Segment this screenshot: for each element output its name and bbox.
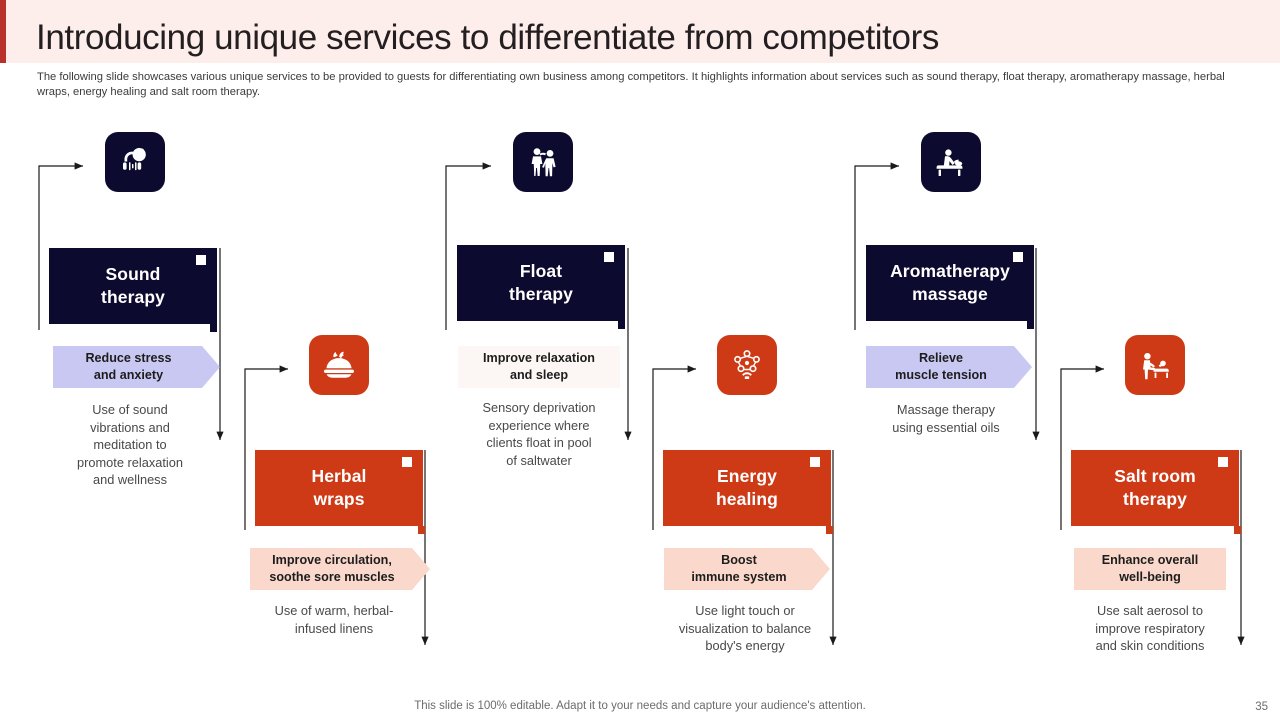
header-accent-bar xyxy=(0,0,6,63)
page-number: 35 xyxy=(1255,701,1268,713)
card-tab xyxy=(418,526,425,534)
card-dot xyxy=(402,457,412,467)
card-dot xyxy=(810,457,820,467)
service-card-label: Float therapy xyxy=(509,261,573,304)
service-card-sound-therapy[interactable]: Sound therapy xyxy=(49,248,217,324)
service-description-sound-therapy: Use of sound vibrations and meditation t… xyxy=(77,402,183,488)
herbal-bowl-icon xyxy=(309,335,369,395)
page-subtitle: The following slide showcases various un… xyxy=(37,71,1225,98)
energy-hands-icon xyxy=(717,335,777,395)
service-card-label: Aromatherapy massage xyxy=(890,261,1010,304)
service-benefit-label: Boost immune system xyxy=(691,553,787,584)
header-band xyxy=(0,0,1280,63)
card-dot xyxy=(1013,252,1023,262)
service-card-energy-healing[interactable]: Energy healing xyxy=(663,450,831,526)
service-benefit-label: Enhance overall well-being xyxy=(1101,553,1199,584)
service-benefit-label: Improve relaxation and sleep xyxy=(483,351,595,382)
card-tab xyxy=(618,321,625,329)
service-benefit-ribbon-salt-room-therapy: Enhance overall well-being xyxy=(1074,548,1226,590)
card-tab xyxy=(210,324,217,332)
service-benefit-ribbon-sound-therapy: Reduce stress and anxiety xyxy=(53,346,220,388)
service-benefit-ribbon-aromatherapy-massage: Relieve muscle tension xyxy=(866,346,1032,388)
service-card-aromatherapy-massage[interactable]: Aromatherapy massage xyxy=(866,245,1034,321)
service-card-herbal-wraps[interactable]: Herbal wraps xyxy=(255,450,423,526)
service-card-float-therapy[interactable]: Float therapy xyxy=(457,245,625,321)
service-benefit-ribbon-energy-healing: Boost immune system xyxy=(664,548,830,590)
service-description-salt-room-therapy: Use salt aerosol to improve respiratory … xyxy=(1095,603,1205,654)
service-card-label: Energy healing xyxy=(716,466,778,509)
service-description-herbal-wraps: Use of warm, herbal- infused linens xyxy=(274,603,394,636)
card-dot xyxy=(604,252,614,262)
card-dot xyxy=(196,255,206,265)
service-description-aromatherapy-massage: Massage therapy using essential oils xyxy=(892,402,1000,435)
service-benefit-label: Reduce stress and anxiety xyxy=(85,351,172,382)
service-benefit-label: Relieve muscle tension xyxy=(895,351,987,382)
card-tab xyxy=(1234,526,1241,534)
massage-table-icon xyxy=(921,132,981,192)
service-card-salt-room-therapy[interactable]: Salt room therapy xyxy=(1071,450,1239,526)
page-title: Introducing unique services to different… xyxy=(36,18,939,57)
service-benefit-ribbon-float-therapy: Improve relaxation and sleep xyxy=(458,346,620,388)
service-benefit-ribbon-herbal-wraps: Improve circulation, soothe sore muscles xyxy=(250,548,430,590)
service-description-float-therapy: Sensory deprivation experience where cli… xyxy=(482,400,596,468)
card-tab xyxy=(1027,321,1034,329)
service-card-label: Sound therapy xyxy=(101,264,165,307)
headphones-lotus-icon xyxy=(105,132,165,192)
card-tab xyxy=(826,526,833,534)
card-dot xyxy=(1218,457,1228,467)
service-benefit-label: Improve circulation, soothe sore muscles xyxy=(269,553,395,584)
service-card-label: Herbal wraps xyxy=(311,466,367,509)
service-description-energy-healing: Use light touch or visualization to bala… xyxy=(678,603,812,654)
service-card-label: Salt room therapy xyxy=(1114,466,1196,509)
salt-room-massage-icon xyxy=(1125,335,1185,395)
editable-note: This slide is 100% editable. Adapt it to… xyxy=(414,700,866,712)
two-people-icon xyxy=(513,132,573,192)
